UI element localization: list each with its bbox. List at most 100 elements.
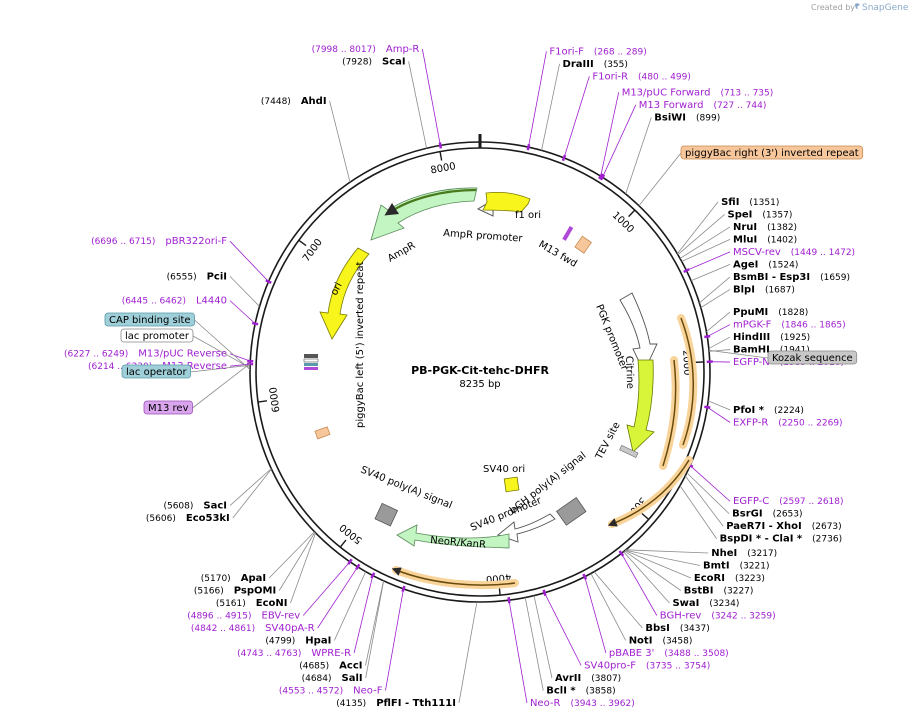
feature-box-cap-binding-site[interactable]: CAP binding site — [104, 312, 195, 327]
site-label-paer7i-xhoi[interactable]: PaeR7I - XhoI(2673) — [726, 521, 841, 532]
site-label-sv40pa-r[interactable]: SV40pA-R(4842 .. 4861) — [191, 623, 315, 634]
snapgene-brand[interactable]: Created by SnapGene — [811, 3, 909, 13]
site-label-bstbi[interactable]: BstBI(3227) — [684, 586, 754, 597]
site-label-bcli[interactable]: BclI *(3858) — [546, 686, 615, 697]
site-label-saci[interactable]: SacI(5608) — [163, 501, 227, 512]
sv40-promoter-feature[interactable] — [497, 513, 556, 543]
site-label-pbr322ori-f[interactable]: pBR322ori-F(6696 .. 6715) — [91, 236, 227, 247]
site-name: F1ori-R — [592, 71, 628, 82]
sv40-ori-feature[interactable] — [503, 476, 520, 493]
m13-fwd-feature[interactable] — [562, 225, 574, 241]
site-label-spei[interactable]: SpeI(1357) — [728, 209, 793, 220]
site-label-sfii[interactable]: SfiI(1351) — [721, 197, 779, 208]
site-name: L4440 — [196, 296, 227, 307]
feature-box-leader — [190, 364, 251, 373]
site-position: (5170) — [201, 574, 231, 584]
tev-site-feature[interactable] — [619, 444, 639, 458]
site-label-apai[interactable]: ApaI(5170) — [201, 573, 266, 584]
site-label-swai[interactable]: SwaI(3234) — [672, 598, 739, 609]
site-label-pbabe-3[interactable]: pBABE 3'(3488 .. 3508) — [609, 648, 729, 659]
site-label-sali[interactable]: SalI(4684) — [302, 673, 363, 684]
site-label-neo-r[interactable]: Neo-R(3943 .. 3962) — [530, 698, 635, 709]
site-label-egfp-c[interactable]: EGFP-C(2597 .. 2618) — [733, 496, 844, 507]
feature-box-lac-promoter[interactable]: lac promoter — [120, 328, 194, 343]
site-label-blpi[interactable]: BlpI(1687) — [733, 284, 795, 295]
site-label-mpgk-f[interactable]: mPGK-F(1846 .. 1865) — [733, 320, 846, 331]
site-position: (2673) — [812, 522, 842, 532]
site-label-hpai[interactable]: HpaI(4799) — [265, 636, 331, 647]
site-label-bbsi[interactable]: BbsI(3437) — [645, 623, 709, 634]
site-label-bamhi[interactable]: BamHI(1941) — [733, 345, 810, 356]
site-position: (3858) — [586, 687, 616, 697]
site-label-pspomi[interactable]: PspOMI(5166) — [194, 586, 276, 597]
neor-kanr-feature[interactable] — [396, 524, 510, 549]
site-label-ahdi[interactable]: AhdI(7448) — [261, 96, 327, 107]
ampr-feature[interactable] — [370, 187, 478, 241]
site-label-eco53ki[interactable]: Eco53kI(5606) — [146, 513, 230, 524]
feature-box-leader — [638, 152, 682, 207]
site-label-m13-reverse[interactable]: M13 Reverse(6214 .. 6230) — [88, 361, 227, 372]
piggybac-right-feature[interactable] — [574, 235, 592, 254]
pgk-promoter-feature[interactable] — [619, 292, 658, 374]
site-label-pflfi-tth111i[interactable]: PflFI - Tth111I(4135) — [336, 698, 456, 709]
feature-box-kozak-sequence[interactable]: Kozak sequence — [767, 350, 858, 365]
site-label-pcii[interactable]: PciI(6555) — [167, 271, 227, 282]
site-leader-wpre-r — [353, 575, 374, 654]
site-label-sv40pro-f[interactable]: SV40pro-F(3735 .. 3754) — [584, 661, 710, 672]
feature-box-lac-operator[interactable]: lac operator — [121, 364, 191, 379]
site-label-bsiwi[interactable]: BsiWI(899) — [654, 113, 720, 124]
site-position: (2736) — [812, 535, 842, 545]
site-label-m13-puc-forward[interactable]: M13/pUC Forward(713 .. 735) — [622, 87, 774, 98]
site-position: (5166) — [194, 587, 224, 597]
site-name: AhdI — [301, 96, 327, 107]
site-label-ppumi[interactable]: PpuMI(1828) — [733, 307, 808, 318]
site-label-nrui[interactable]: NruI(1382) — [733, 222, 797, 233]
ori-feature[interactable] — [319, 247, 370, 340]
site-label-ecori[interactable]: EcoRI(3223) — [694, 573, 765, 584]
feature-box-text: M13 rev — [148, 403, 189, 414]
site-label-scai[interactable]: ScaI(7928) — [342, 56, 406, 67]
bgh-polya-feature[interactable] — [556, 497, 587, 526]
site-label-bmti[interactable]: BmtI(3221) — [703, 561, 769, 572]
feature-box-piggybac-right-3-inverted-repeat[interactable]: piggyBac right (3') inverted repeat — [680, 145, 864, 160]
site-name: PfoI * — [733, 405, 765, 416]
site-label-bsrgi[interactable]: BsrGI(2653) — [732, 509, 802, 520]
site-label-pfoi[interactable]: PfoI *(2224) — [733, 405, 804, 416]
site-label-bgh-rev[interactable]: BGH-rev(3242 .. 3259) — [660, 611, 776, 622]
site-label-ebv-rev[interactable]: EBV-rev(4896 .. 4915) — [187, 611, 300, 622]
site-label-amp-r[interactable]: Amp-R(7998 .. 8017) — [312, 44, 420, 55]
site-label-f1ori-r[interactable]: F1ori-R(480 .. 499) — [592, 71, 691, 82]
site-label-mscv-rev[interactable]: MSCV-rev(1449 .. 1472) — [733, 247, 855, 258]
site-position: (6696 .. 6715) — [91, 237, 155, 247]
primer-mark — [704, 405, 711, 409]
site-leader-amp-r — [421, 48, 441, 146]
site-label-bspdi-clai[interactable]: BspDI * - ClaI *(2736) — [720, 534, 842, 545]
citrine-feature[interactable] — [626, 359, 655, 453]
sv40-polya-feature[interactable] — [374, 502, 399, 527]
feature-box-m13-rev[interactable]: M13 rev — [143, 400, 193, 415]
site-label-m13-puc-reverse[interactable]: M13/pUC Reverse(6227 .. 6249) — [64, 349, 227, 360]
site-label-m13-forward[interactable]: M13 Forward(727 .. 744) — [639, 100, 767, 111]
site-leader-saci — [229, 468, 272, 506]
site-label-avrii[interactable]: AvrII(3807) — [555, 673, 621, 684]
site-label-exfp-r[interactable]: EXFP-R(2250 .. 2269) — [733, 417, 843, 428]
site-label-nhei[interactable]: NheI(3217) — [711, 548, 777, 559]
site-label-econi[interactable]: EcoNI(5161) — [216, 598, 288, 609]
site-label-mlui[interactable]: MluI(1402) — [733, 234, 797, 245]
site-label-wpre-r[interactable]: WPRE-R(4743 .. 4763) — [237, 648, 351, 659]
site-label-f1ori-f[interactable]: F1ori-F(268 .. 289) — [549, 46, 646, 57]
feature-label-ori: ori — [329, 281, 345, 298]
site-label-hindiii[interactable]: HindIII(1925) — [733, 332, 810, 343]
site-label-bsmbi-esp3i[interactable]: BsmBI - Esp3I(1659) — [733, 272, 850, 283]
site-label-agei[interactable]: AgeI(1524) — [733, 259, 798, 270]
site-name: AvrII — [555, 673, 581, 684]
site-label-noti[interactable]: NotI(3458) — [629, 636, 693, 647]
site-leader-sv40pro-f — [544, 592, 582, 666]
site-label-l4440[interactable]: L4440(6445 .. 6462) — [122, 296, 227, 307]
site-label-acci[interactable]: AccI(4685) — [299, 661, 362, 672]
feature-box-bg — [767, 350, 858, 365]
piggybac-left-feature[interactable] — [314, 426, 331, 440]
f1-ori-feature[interactable] — [482, 191, 531, 213]
site-label-draiii[interactable]: DraIII(355) — [563, 59, 628, 70]
site-label-neo-f[interactable]: Neo-F(4553 .. 4572) — [279, 686, 383, 697]
